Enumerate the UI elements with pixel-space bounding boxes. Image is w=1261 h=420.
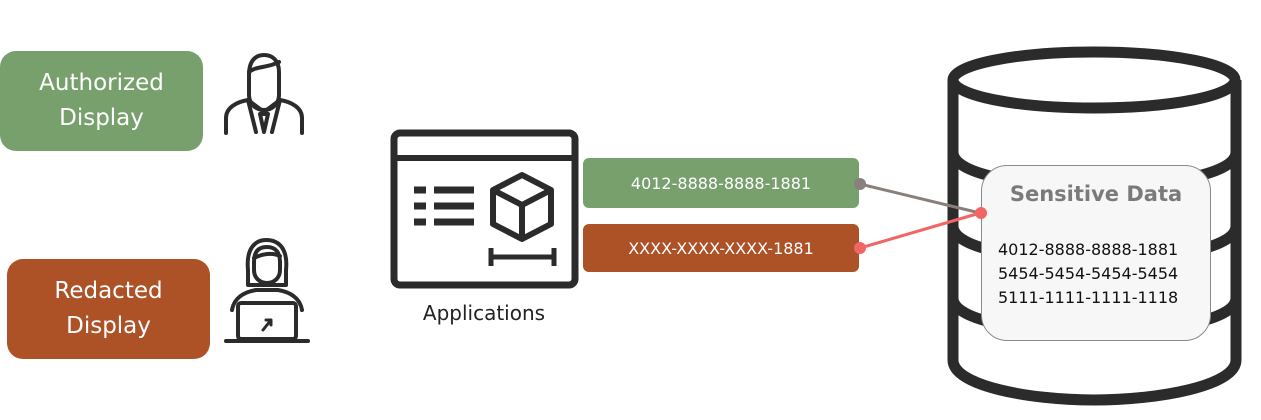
redacted-display-line1: Redacted xyxy=(54,278,163,304)
redacted-connector-end xyxy=(854,242,866,254)
authorized-user-icon xyxy=(224,53,304,135)
applications-label: Applications xyxy=(422,301,546,325)
authorized-connector xyxy=(859,182,981,215)
sensitive-data-row: 4012-8888-8888-1881 xyxy=(998,240,1179,259)
authorized-display-box: Authorized Display xyxy=(0,51,203,151)
authorized-display-line1: Authorized xyxy=(39,70,164,96)
authorized-display-line2: Display xyxy=(59,105,144,131)
redacted-value-pill: XXXX-XXXX-XXXX-1881 xyxy=(583,224,859,272)
redacted-display-line2: Display xyxy=(66,313,151,339)
application-window-icon xyxy=(390,129,579,289)
authorized-connector-end xyxy=(854,178,866,190)
sensitive-data-row: 5111-1111-1111-1118 xyxy=(998,288,1179,307)
redacted-display-box: Redacted Display xyxy=(7,259,210,359)
redacted-user-laptop-icon xyxy=(224,238,310,343)
database-connector-point xyxy=(975,207,987,219)
sensitive-data-panel: Sensitive Data 4012-8888-8888-1881 5454-… xyxy=(981,165,1211,341)
redacted-connector xyxy=(859,211,981,250)
authorized-value-pill: 4012-8888-8888-1881 xyxy=(583,158,859,208)
sensitive-data-title: Sensitive Data xyxy=(1009,182,1183,206)
sensitive-data-row: 5454-5454-5454-5454 xyxy=(998,264,1179,283)
